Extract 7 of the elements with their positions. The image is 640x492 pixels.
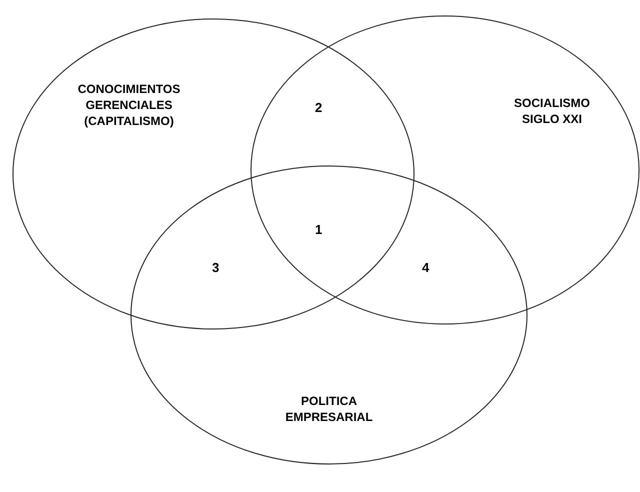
set-label: POLITICA EMPRESARIAL [284, 393, 374, 425]
region-number: 3 [212, 260, 220, 275]
region-number: 1 [315, 222, 322, 237]
set-label: CONOCIMIENTOS GERENCIALES (CAPITALISMO) [76, 81, 182, 129]
region-number: 4 [422, 260, 430, 275]
set-label: SOCIALISMO SIGLO XXI [512, 95, 591, 127]
region-number: 2 [315, 100, 322, 115]
